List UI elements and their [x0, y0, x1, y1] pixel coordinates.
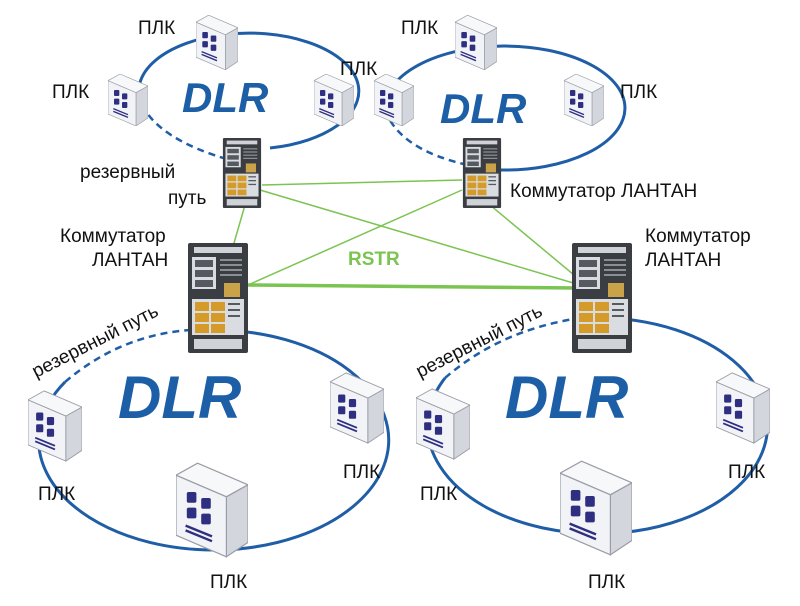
rstr-links	[231, 179, 581, 290]
switch-middle-right	[572, 243, 632, 353]
switch-label-middle-left-line2: ЛАНТАН	[92, 250, 168, 271]
rstr-link-tr-ml	[247, 189, 463, 286]
ring-top-right	[383, 44, 627, 172]
plc-icon-bl-left	[28, 390, 82, 462]
plc-label-tl-right: ПЛК	[340, 59, 377, 80]
switch-label-middle-left-line1: Коммутатор	[60, 226, 166, 247]
switch-top-left	[222, 138, 262, 208]
plc-label-bl-right: ПЛК	[343, 462, 380, 483]
plc-icon-tr-right	[564, 74, 604, 126]
plc-label-tl-left: ПЛК	[52, 82, 89, 103]
dlr-logo-bottom-right: DLR	[505, 364, 628, 431]
switch-top-right	[462, 138, 502, 208]
ring-bottom-right	[426, 316, 769, 536]
plc-label-bl-left: ПЛК	[38, 484, 75, 505]
ring-bottom-left	[37, 328, 391, 552]
backup-path-label-top-line1: резервный	[80, 162, 175, 183]
switch-label-middle-right-line1: Коммутатор	[645, 226, 751, 247]
ring-bottom-left-solid	[37, 328, 391, 552]
rstr-link-ml-mr	[247, 283, 579, 290]
plc-label-tl-top: ПЛК	[138, 18, 175, 39]
ring-bottom-right-solid	[426, 316, 769, 536]
ring-bottom-left-backup-dashed	[64, 328, 191, 383]
plc-icon-br-right	[716, 372, 770, 444]
rstr-link-tl-mr	[259, 189, 581, 286]
dlr-logo-top-left: DLR	[182, 74, 269, 121]
rstr-link-tl-ml	[231, 204, 246, 251]
switch-middle-left	[188, 243, 248, 353]
plc-label-br-bottom: ПЛК	[588, 572, 625, 593]
plc-label-br-right: ПЛК	[728, 462, 765, 483]
plc-label-br-left: ПЛК	[420, 484, 457, 505]
plc-icon-bl-right	[330, 372, 384, 444]
switch-label-top-right: Коммутатор ЛАНТАН	[510, 181, 697, 202]
plc-icon-tl-left	[108, 74, 148, 126]
dlr-logo-top-right: DLR	[440, 85, 527, 132]
rstr-link-tl-tr	[261, 179, 463, 186]
plc-icon-tr-left	[374, 74, 414, 126]
plc-label-tr-right: ПЛК	[620, 82, 657, 103]
ring-top-left	[137, 31, 361, 162]
plc-icon-tl-top	[196, 15, 238, 70]
plc-icon-br-left	[416, 388, 470, 460]
plc-icon-tr-top	[455, 15, 497, 70]
ring-top-left-solid	[137, 31, 361, 150]
ring-top-right-solid	[383, 44, 627, 172]
plc-label-tr-top: ПЛК	[401, 18, 438, 39]
plc-icon-tl-right	[314, 74, 354, 126]
switch-label-middle-right-line2: ЛАНТАН	[645, 250, 721, 271]
ring-top-right-backup-dashed	[383, 109, 469, 167]
backup-path-label-top-line2: путь	[168, 188, 206, 209]
dlr-logo-bottom-left: DLR	[118, 364, 241, 431]
plc-label-bl-bottom: ПЛК	[210, 572, 247, 593]
plc-icon-bl-bottom	[176, 462, 248, 558]
rstr-link-tr-mr	[489, 204, 581, 281]
rstr-label: RSTR	[348, 249, 400, 270]
plc-icon-br-bottom	[560, 460, 632, 556]
ring-bottom-right-backup-dashed	[444, 316, 581, 379]
